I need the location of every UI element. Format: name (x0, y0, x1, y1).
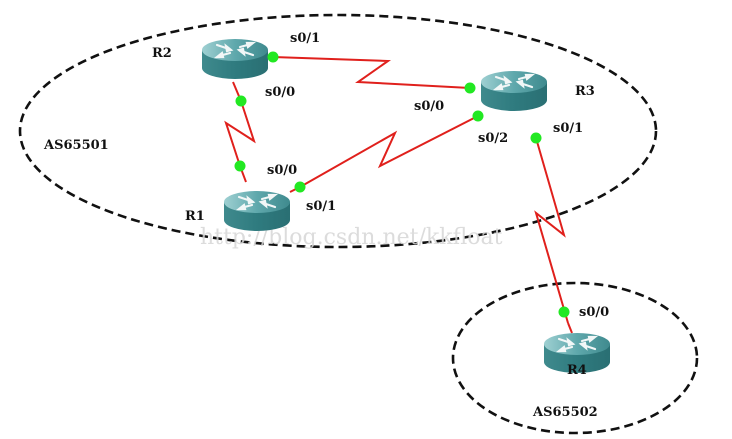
port-dot-r2-s0-0[interactable] (235, 95, 247, 107)
router-r2[interactable] (200, 37, 270, 81)
link-r2-r1[interactable] (224, 100, 256, 167)
link-r1-r3[interactable] (299, 115, 479, 188)
router-label-r3: R3 (575, 84, 595, 99)
port-label-r3-s0-2: s0/2 (478, 131, 508, 146)
port-dot-r4-s0-0[interactable] (558, 306, 570, 318)
area-label-as65502: AS65502 (532, 405, 598, 420)
area-boundary-as65501 (18, 13, 658, 249)
router-r1[interactable] (222, 189, 292, 233)
router-label-r2: R2 (152, 46, 172, 61)
port-label-r1-s0-0: s0/0 (267, 163, 297, 178)
port-label-r3-s0-1: s0/1 (553, 121, 583, 136)
port-dot-r3-s0-1[interactable] (530, 132, 542, 144)
router-label-r4: R4 (567, 363, 587, 378)
port-label-r1-s0-1: s0/1 (306, 199, 336, 214)
link-r2-r3[interactable] (272, 56, 471, 89)
link-stub (567, 322, 573, 334)
port-label-r4-s0-0: s0/0 (579, 305, 609, 320)
router-label-r1: R1 (185, 209, 205, 224)
area-boundary-as65502 (451, 281, 699, 435)
port-dot-r1-s0-0[interactable] (234, 160, 246, 172)
port-label-r2-s0-0: s0/0 (265, 85, 295, 100)
port-label-r3-s0-0: s0/0 (414, 99, 444, 114)
port-dot-r3-s0-2[interactable] (472, 110, 484, 122)
link-r3-r4[interactable] (534, 137, 569, 324)
port-label-r2-s0-1: s0/1 (290, 31, 320, 46)
port-dot-r3-s0-0[interactable] (464, 82, 476, 94)
area-label-as65501: AS65501 (43, 138, 109, 153)
port-dot-r1-s0-1[interactable] (294, 181, 306, 193)
router-r3[interactable] (479, 69, 549, 113)
port-dot-r2-s0-1[interactable] (267, 51, 279, 63)
